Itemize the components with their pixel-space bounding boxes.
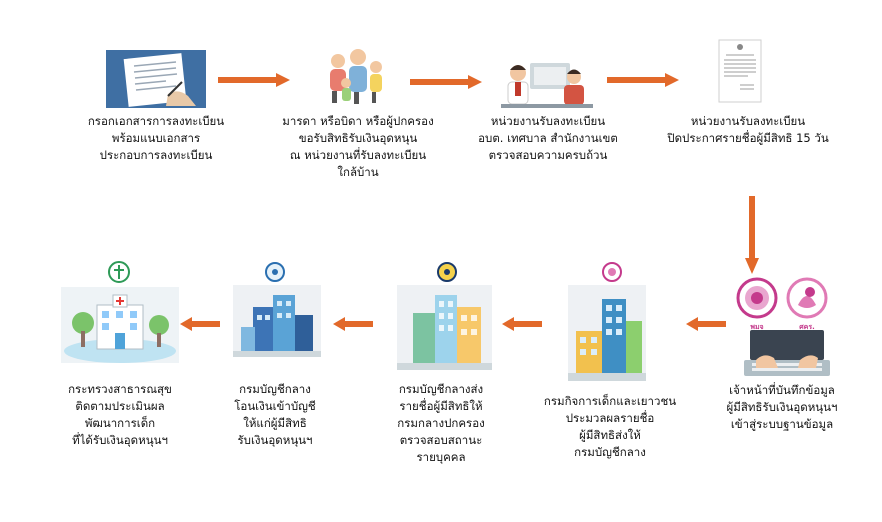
laptop-typing-image	[742, 330, 832, 378]
step-5-line-1: เจ้าหน้าที่บันทึกข้อมูล	[729, 383, 835, 397]
cgd-building-image	[397, 285, 492, 370]
step-6-line-4: กรมบัญชีกลาง	[574, 445, 646, 459]
step-2-line-2: ขอรับสิทธิรับเงินอุดหนุน	[298, 131, 418, 145]
step-8-line-1: กรมบัญชีกลาง	[239, 382, 311, 396]
arrow-down	[745, 196, 759, 278]
step-1-line-1: กรอกเอกสารการลงทะเบียน	[87, 114, 225, 128]
arrow-right-1	[218, 72, 290, 91]
skr-logo-label: ศคร.	[799, 323, 815, 331]
step-4-line-2: ปิดประกาศรายชื่อผู้มีสิทธิ 15 วัน	[667, 131, 829, 145]
step-5-line-2: ผู้มีสิทธิรับเงินอุดหนุนฯ	[726, 400, 838, 414]
step-5-line-3: เข้าสู่ระบบฐานข้อมูล	[730, 417, 834, 431]
step-2-line-4: ใกล้บ้าน	[337, 165, 379, 179]
step-9-line-4: ที่ได้รับเงินอุดหนุนฯ	[72, 433, 168, 447]
arrow-right-3	[607, 72, 679, 91]
step-5-caption: เจ้าหน้าที่บันทึกข้อมูล ผู้มีสิทธิรับเงิ…	[692, 382, 872, 433]
dcy-building-image	[568, 285, 646, 381]
step-1-caption: กรอกเอกสารการลงทะเบียน พร้อมแนบเอกสาร ปร…	[66, 113, 246, 164]
hospital-image	[61, 287, 179, 363]
arrow-left-3	[333, 316, 373, 335]
step-7-line-1: กรมบัญชีกลางส่ง	[398, 382, 484, 396]
step-1-line-3: ประกอบการลงทะเบียน	[99, 148, 213, 162]
step-6-line-1: กรมกิจการเด็กและเยาวชน	[543, 394, 677, 408]
announcement-document-image	[718, 39, 762, 103]
cgd-logo	[437, 262, 457, 286]
step-3-line-3: ตรวจสอบความครบถ้วน	[488, 148, 608, 162]
step-4-line-1: หน่วยงานรับลงทะเบียน	[690, 114, 806, 128]
arrow-left-4	[180, 316, 220, 335]
pmj-logo-label: พมจ	[750, 323, 764, 331]
step-7-line-3: กรมกลางปกครอง	[397, 416, 485, 430]
step-6-line-3: ผู้มีสิทธิส่งให้	[579, 428, 641, 442]
step-6-line-2: ประมวลผลรายชื่อ	[565, 411, 655, 425]
step-6-caption: กรมกิจการเด็กและเยาวชน ประมวลผลรายชื่อ ผ…	[530, 393, 690, 461]
step-9-line-2: ติดตามประเมินผล	[75, 399, 165, 413]
step-1-line-2: พร้อมแนบเอกสาร	[111, 131, 201, 145]
step-4-caption: หน่วยงานรับลงทะเบียน ปิดประกาศรายชื่อผู้…	[648, 113, 848, 147]
arrow-left-2	[502, 316, 542, 335]
step-7-line-4: ตรวจสอบสถานะ	[399, 433, 483, 447]
arrow-right-2	[410, 74, 482, 93]
step-3-line-2: อบต. เทศบาล สำนักงานเขต	[478, 131, 618, 145]
step-2-line-1: มารดา หรือบิดา หรือผู้ปกครอง	[282, 114, 434, 128]
dcy-logo	[602, 262, 622, 286]
step-3-line-1: หน่วยงานรับลงทะเบียน	[490, 114, 606, 128]
cgd-transfer-building-image	[233, 285, 321, 357]
step-8-line-3: ให้แก่ผู้มีสิทธิ	[243, 416, 307, 430]
step-7-caption: กรมบัญชีกลางส่ง รายชื่อผู้มีสิทธิให้ กรม…	[366, 381, 516, 466]
step-9-line-1: กระทรวงสาธารณสุข	[68, 382, 172, 396]
step-9-caption: กระทรวงสาธารณสุข ติดตามประเมินผล พัฒนากา…	[40, 381, 200, 449]
family-image	[318, 47, 398, 107]
step-8-line-2: โอนเงินเข้าบัญชี	[234, 399, 316, 413]
arrow-left-1	[686, 316, 726, 335]
skr-logo: ศคร.	[786, 277, 828, 331]
step-8-caption: กรมบัญชีกลาง โอนเงินเข้าบัญชี ให้แก่ผู้ม…	[200, 381, 350, 449]
step-8-line-4: รับเงินอุดหนุนฯ	[237, 433, 313, 447]
document-form-image	[106, 50, 206, 108]
moph-logo	[108, 261, 130, 287]
step-7-line-5: รายบุคคล	[416, 450, 466, 464]
pmj-logo: พมจ	[736, 277, 778, 331]
step-3-caption: หน่วยงานรับลงทะเบียน อบต. เทศบาล สำนักงา…	[458, 113, 638, 164]
step-2-line-3: ณ หน่วยงานที่รับลงทะเบียน	[289, 148, 427, 162]
registration-officers-image	[496, 55, 596, 110]
cgd-transfer-logo	[265, 262, 285, 286]
step-9-line-3: พัฒนาการเด็ก	[84, 416, 156, 430]
step-7-line-2: รายชื่อผู้มีสิทธิให้	[399, 399, 483, 413]
step-2-caption: มารดา หรือบิดา หรือผู้ปกครอง ขอรับสิทธิร…	[263, 113, 453, 181]
